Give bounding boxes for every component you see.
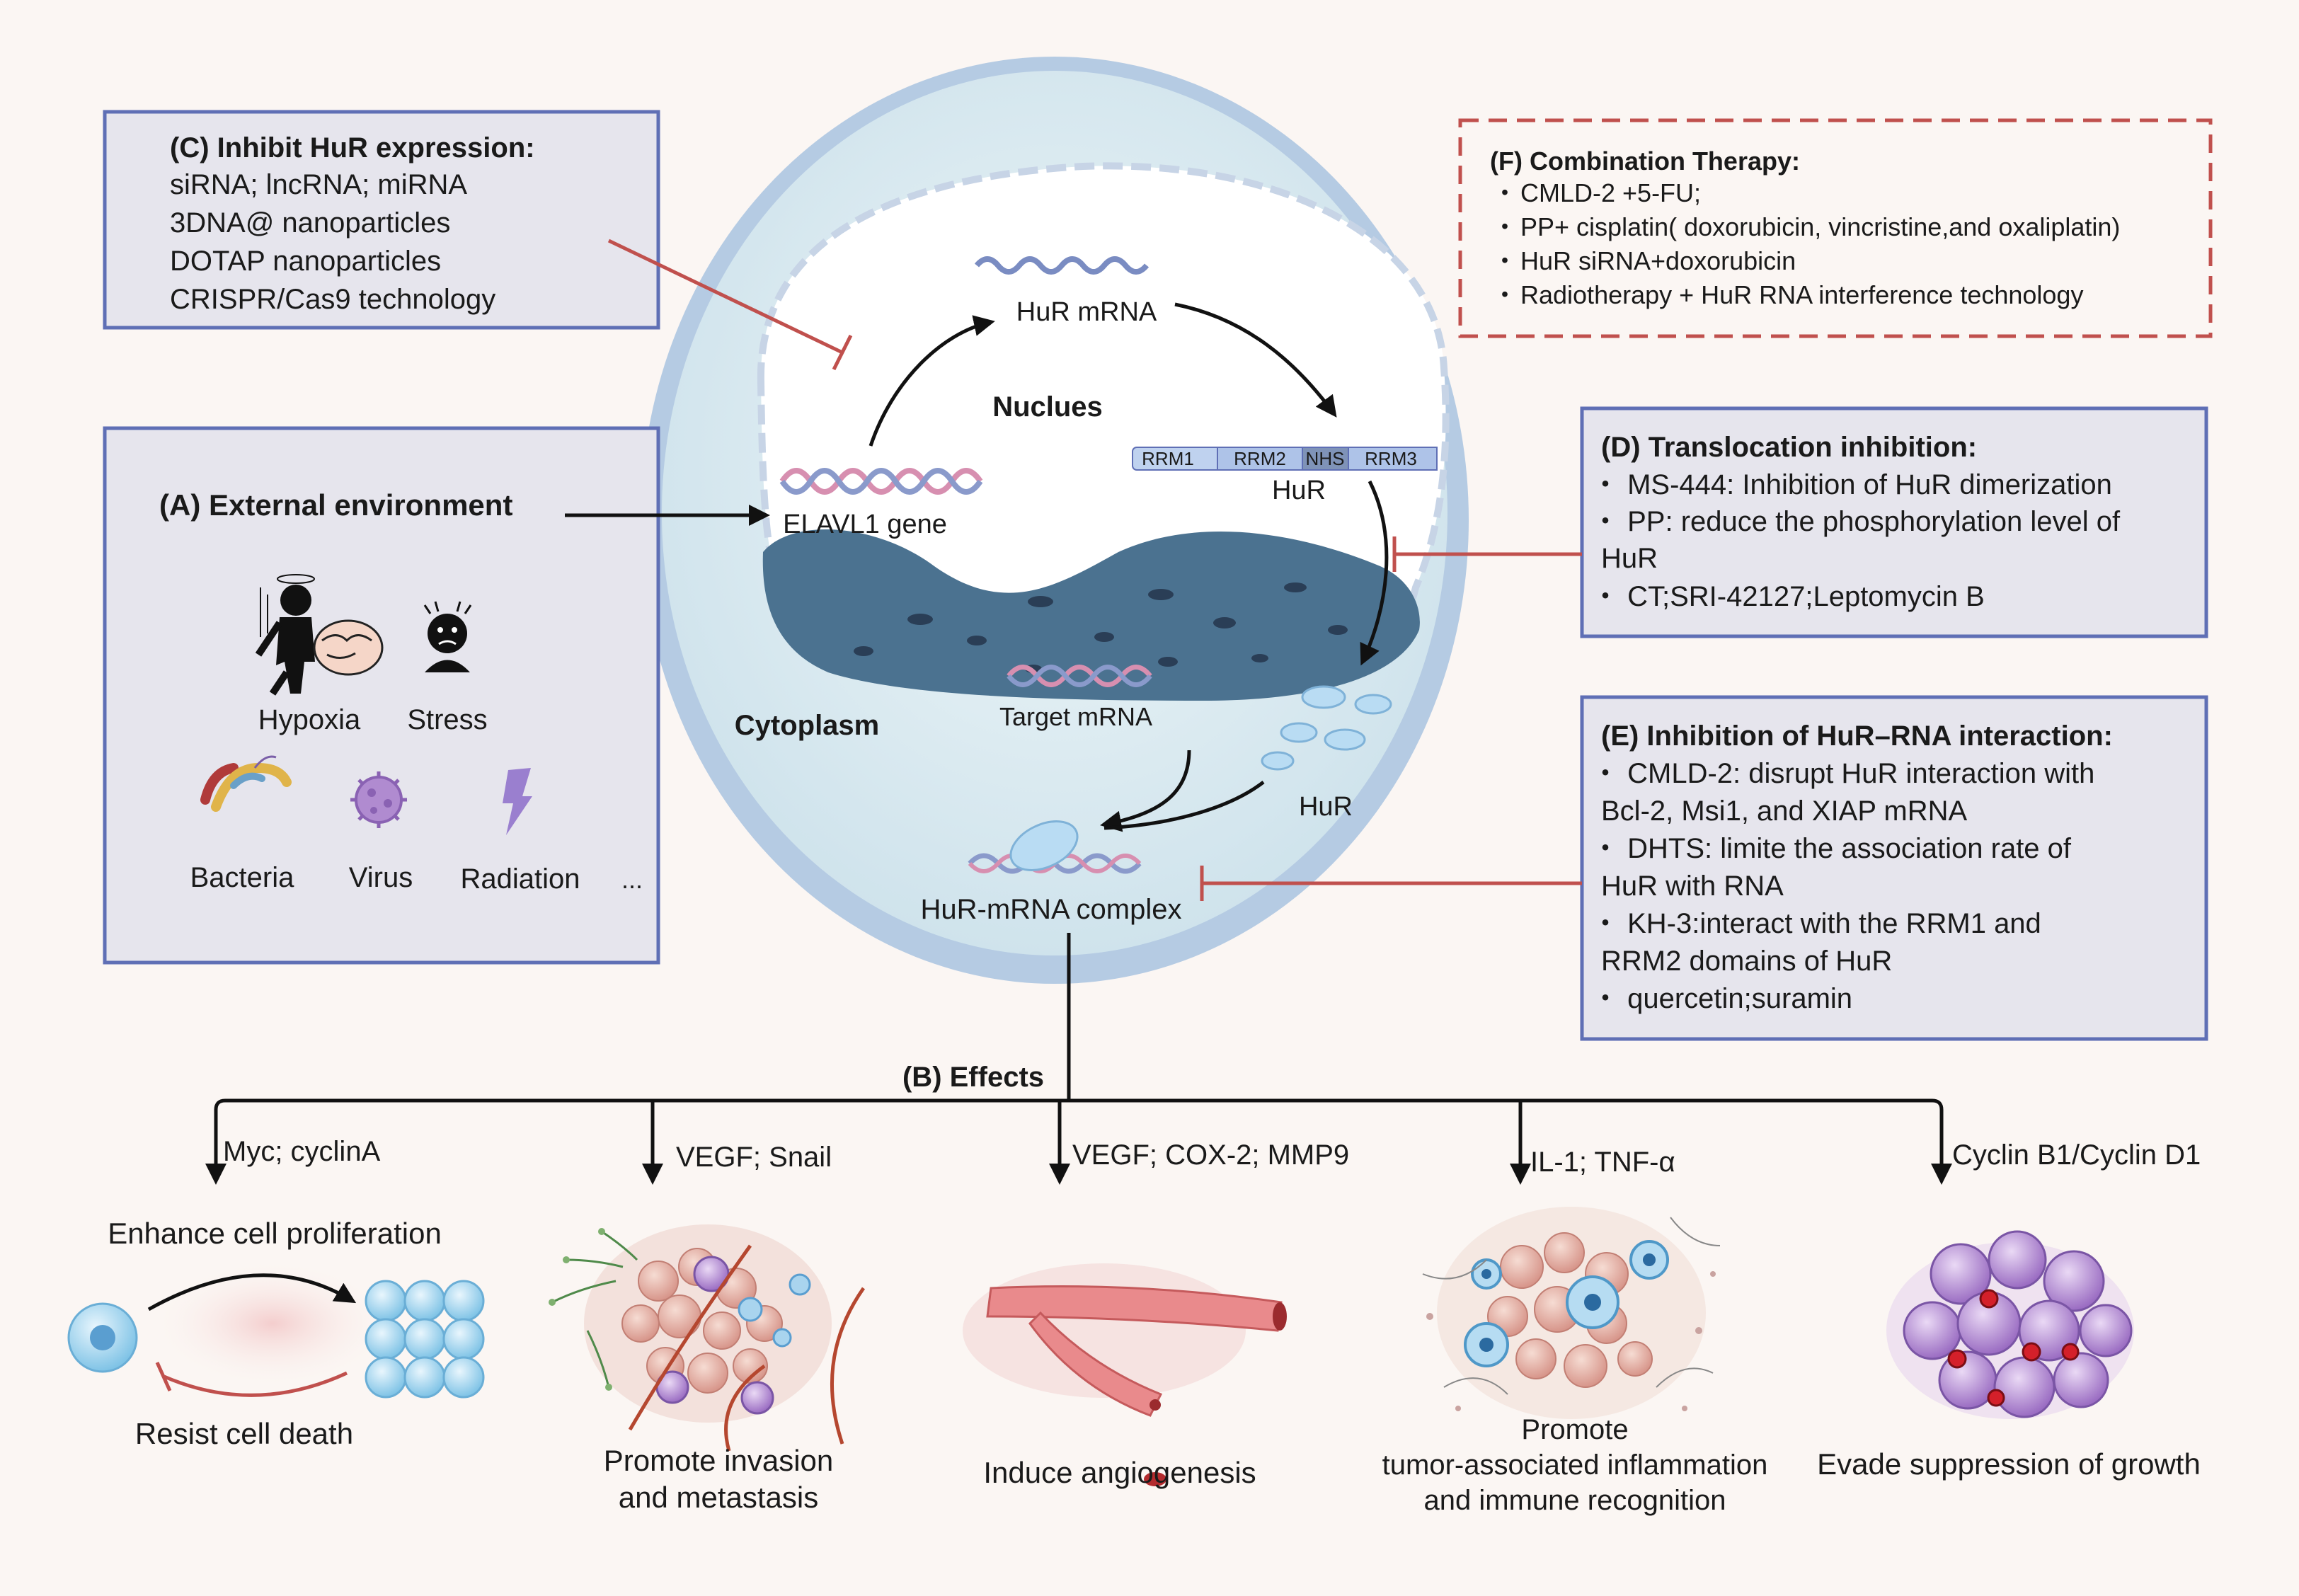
cell-cluster-icon — [365, 1280, 485, 1399]
panel-d-line: HuR — [1601, 543, 1658, 574]
mrna-to-complex-arrow — [1100, 750, 1191, 832]
effects-title: (B) Effects — [902, 1062, 1044, 1093]
panel-c-box — [103, 110, 660, 330]
hur-mrna-label: HuR mRNA — [1016, 297, 1157, 327]
panel-e-line: ・ KH-3:interact with the RRM1 and — [1591, 908, 2041, 939]
target-mrna-strand — [1007, 665, 1152, 687]
hur-cytoplasm-label: HuR — [1299, 792, 1353, 822]
growth-illustration — [1886, 1230, 2134, 1419]
panel-d-line: ・ MS-444: Inhibition of HuR dimerization — [1591, 469, 2112, 500]
hypoxia-icon — [255, 574, 384, 696]
angiogenesis-illustration — [963, 1263, 1287, 1486]
inhibit-e-line — [1200, 866, 1582, 901]
panel-c: (C) Inhibit HuR expression: siRNA; lncRN… — [103, 110, 660, 330]
hur-protein-cluster — [1261, 685, 1392, 771]
panel-e-line: ・ DHTS: limite the association rate of — [1591, 833, 2072, 864]
panel-e-box — [1580, 695, 2208, 1041]
panel-f: (F) Combination Therapy: ・ CMLD-2 +5-FU;… — [1458, 118, 2213, 338]
export-arrow — [1360, 480, 1389, 666]
effect-molecules-4: IL-1; TNF-α — [1530, 1147, 1675, 1178]
bacteria-icon — [200, 755, 292, 812]
hur-to-complex-arrow — [1103, 781, 1265, 830]
transcription-arrow — [868, 315, 995, 447]
hur-nucleus-label: HuR — [1272, 476, 1326, 505]
effect-outcome-5: Evade suppression of growth — [1817, 1447, 2201, 1481]
panel-d-title: (D) Translocation inhibition: — [1601, 432, 1977, 463]
effect-outcome-2b: and metastasis — [619, 1481, 818, 1514]
nucleus-label: Nuclues — [992, 391, 1103, 423]
domain-nhs: NHS — [1306, 448, 1345, 469]
panel-e-line: RRM2 domains of HuR — [1601, 946, 1892, 977]
panel-e-line: ・ quercetin;suramin — [1591, 983, 1852, 1014]
more-label: ... — [621, 865, 643, 894]
inhibit-c-line — [607, 239, 853, 371]
hur-mrna-complex — [968, 820, 1142, 874]
bacteria-label: Bacteria — [190, 862, 294, 893]
effect-outcome-2a: Promote invasion — [604, 1444, 834, 1477]
invasion-illustration — [549, 1224, 866, 1452]
panel-c-item: 3DNA@ nanoparticles — [170, 207, 450, 239]
panel-c-item: DOTAP nanoparticles — [170, 246, 441, 277]
panel-a: (A) External environment Hypoxia Stress — [103, 426, 770, 965]
inflammation-illustration — [1422, 1207, 1721, 1419]
cell — [641, 57, 1469, 984]
domain-rrm1: RRM1 — [1142, 448, 1194, 469]
effect-outcome-3: Induce angiogenesis — [983, 1456, 1256, 1489]
panel-c-item: siRNA; lncRNA; miRNA — [170, 169, 467, 200]
gene-label: ELAVL1 gene — [783, 510, 947, 539]
target-mrna-label: Target mRNA — [999, 702, 1152, 731]
panel-f-title: (F) Combination Therapy: — [1490, 147, 1800, 176]
hypoxia-label: Hypoxia — [258, 704, 361, 735]
effect-outcome-4b: tumor-associated inflammation — [1382, 1449, 1768, 1481]
stress-icon — [423, 601, 472, 672]
effect-molecules-3: VEGF; COX-2; MMP9 — [1072, 1139, 1349, 1171]
panel-e-title: (E) Inhibition of HuR–RNA interaction: — [1601, 721, 2113, 752]
domain-rrm3: RRM3 — [1365, 448, 1417, 469]
panel-d-line: ・ CT;SRI-42127;Leptomycin B — [1591, 581, 1985, 612]
effects-tree — [205, 933, 1952, 1185]
panel-d-line: ・ PP: reduce the phosphorylation level o… — [1591, 506, 2121, 537]
panel-a-box — [103, 426, 660, 965]
panel-d-box — [1580, 406, 2208, 638]
hur-mrna-strand — [974, 256, 1150, 275]
dna-helix — [779, 468, 983, 495]
panel-f-item: HuR siRNA+doxorubicin — [1520, 246, 1796, 275]
translation-arrow — [1174, 302, 1337, 418]
panel-f-bullet: ・ — [1492, 246, 1518, 275]
effect-outcome-4c: and immune recognition — [1424, 1485, 1726, 1516]
domain-rrm2: RRM2 — [1234, 448, 1286, 469]
panel-f-bullet: ・ — [1492, 178, 1518, 207]
effect-outcome-1: Enhance cell proliferation — [108, 1217, 442, 1250]
panel-c-item: CRISPR/Cas9 technology — [170, 284, 495, 315]
effect-molecules-2: VEGF; Snail — [676, 1142, 832, 1173]
stress-label: Stress — [407, 704, 487, 735]
virus-icon — [350, 771, 407, 828]
panel-e: (E) Inhibition of HuR–RNA interaction: ・… — [1580, 695, 2208, 1041]
effect-molecules-1: Myc; cyclinA — [223, 1136, 381, 1167]
panel-f-item: Radiotherapy + HuR RNA interference tech… — [1520, 280, 2083, 309]
hur-domain-bar: RRM1 RRM2 NHS RRM3 — [1132, 447, 1438, 471]
radiation-icon — [503, 768, 532, 835]
effect-outcome-4a: Promote — [1521, 1414, 1628, 1445]
panel-d: (D) Translocation inhibition: ・ MS-444: … — [1580, 406, 2208, 638]
effect-molecules-5: Cyclin B1/Cyclin D1 — [1952, 1139, 2201, 1171]
cytoplasm-label: Cytoplasm — [735, 710, 880, 741]
panel-f-bullet: ・ — [1492, 212, 1518, 241]
panel-e-line: ・ CMLD-2: disrupt HuR interaction with — [1591, 758, 2094, 789]
effect-extra-1: Resist cell death — [135, 1417, 353, 1450]
panel-e-line: HuR with RNA — [1601, 871, 1784, 902]
radiation-label: Radiation — [460, 863, 580, 895]
panel-a-title: (A) External environment — [159, 488, 512, 522]
panel-c-title: (C) Inhibit HuR expression: — [170, 132, 535, 163]
panel-e-line: Bcl-2, Msi1, and XIAP mRNA — [1601, 796, 1968, 827]
complex-label: HuR-mRNA complex — [921, 894, 1182, 925]
inhibit-d-line — [1392, 536, 1582, 572]
panel-f-item: CMLD-2 +5-FU; — [1520, 178, 1701, 207]
panel-f-item: PP+ cisplatin( doxorubicin, vincristine,… — [1520, 212, 2120, 241]
proliferation-illustration — [67, 1260, 485, 1399]
virus-label: Virus — [349, 862, 413, 893]
panel-f-box — [1458, 118, 2213, 338]
panel-f-bullet: ・ — [1492, 280, 1518, 309]
